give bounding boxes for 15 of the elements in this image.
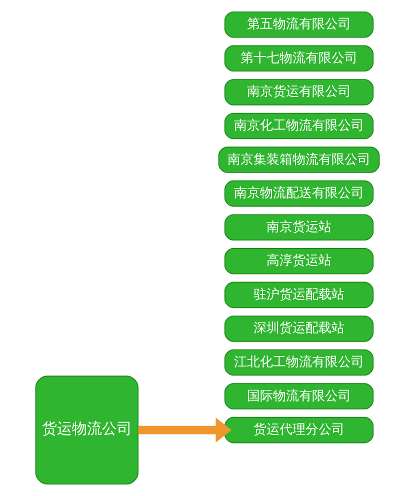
node-box: 南京货运有限公司	[224, 79, 374, 106]
node-box: 第五物流有限公司	[224, 12, 374, 38]
node-box: 高淳货运站	[224, 248, 374, 274]
node-box: 南京化工物流有限公司	[224, 112, 374, 140]
node-box: 货运物流公司	[34, 376, 138, 484]
node-box: 货运代理分公司	[224, 416, 374, 444]
node-box: 第十七物流有限公司	[224, 45, 374, 72]
node-box: 南京集装箱物流有限公司	[218, 146, 380, 173]
node-box: 南京物流配送有限公司	[224, 180, 374, 207]
node-box: 驻沪货运配载站	[224, 282, 374, 308]
node-box: 深圳货运配载站	[224, 316, 374, 342]
node-box: 南京货运站	[224, 214, 374, 240]
node-box: 江北化工物流有限公司	[224, 349, 374, 376]
node-box: 国际物流有限公司	[224, 383, 374, 410]
arrow	[138, 418, 231, 442]
